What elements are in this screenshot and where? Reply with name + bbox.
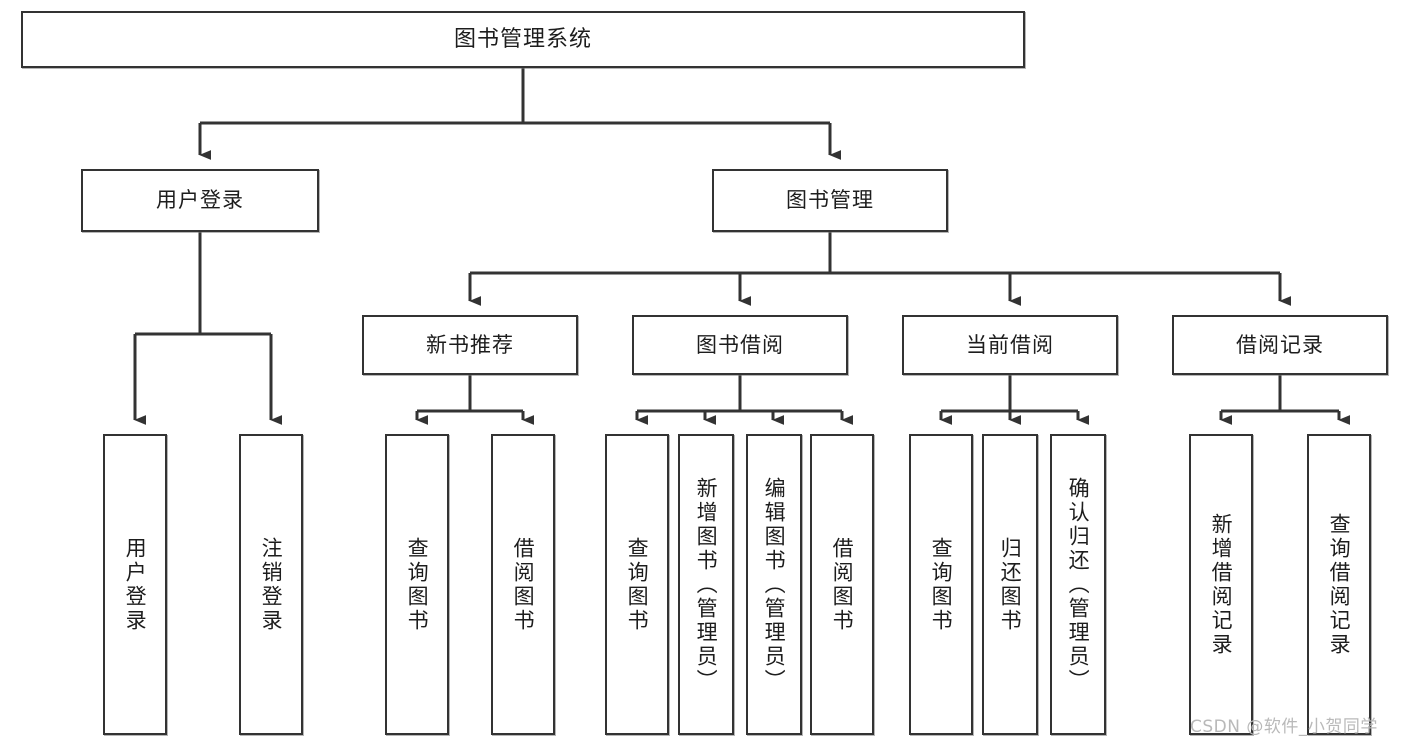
node-leaf-add-borrow-record[interactable]: 新增借阅记录	[1189, 434, 1253, 735]
node-root-book-management-system[interactable]: 图书管理系统	[21, 11, 1025, 68]
node-label: 新书推荐	[426, 332, 514, 357]
node-book-borrow[interactable]: 图书借阅	[632, 315, 848, 375]
node-label: 编辑图书（管理员）	[762, 476, 787, 693]
node-book-manage[interactable]: 图书管理	[712, 169, 948, 232]
node-borrow-record[interactable]: 借阅记录	[1172, 315, 1388, 375]
node-leaf-add-book[interactable]: 新增图书（管理员）	[678, 434, 734, 735]
node-label: 用户登录	[156, 188, 244, 213]
node-label: 用户登录	[123, 536, 148, 633]
node-leaf-borrow-book-recommend[interactable]: 借阅图书	[491, 434, 555, 735]
node-label: 新增图书（管理员）	[694, 476, 719, 693]
node-user-login[interactable]: 用户登录	[81, 169, 319, 232]
node-label: 新增借阅记录	[1209, 512, 1234, 657]
node-label: 确认归还（管理员）	[1066, 476, 1091, 693]
node-current-borrow[interactable]: 当前借阅	[902, 315, 1118, 375]
node-leaf-query-borrow-record[interactable]: 查询借阅记录	[1307, 434, 1371, 735]
node-label: 图书管理系统	[453, 26, 592, 52]
node-leaf-query-book-current[interactable]: 查询图书	[909, 434, 973, 735]
node-label: 图书管理	[786, 188, 874, 213]
node-leaf-logout-login[interactable]: 注销登录	[239, 434, 303, 735]
node-leaf-borrow-book[interactable]: 借阅图书	[810, 434, 874, 735]
node-label: 当前借阅	[966, 332, 1054, 357]
node-label: 借阅图书	[830, 536, 855, 633]
node-leaf-query-book-borrow[interactable]: 查询图书	[605, 434, 669, 735]
node-leaf-edit-book[interactable]: 编辑图书（管理员）	[746, 434, 802, 735]
node-leaf-user-login[interactable]: 用户登录	[103, 434, 167, 735]
node-label: 归还图书	[998, 536, 1023, 633]
node-leaf-return-book[interactable]: 归还图书	[982, 434, 1038, 735]
node-leaf-confirm-return[interactable]: 确认归还（管理员）	[1050, 434, 1106, 735]
node-label: 图书借阅	[696, 332, 784, 357]
node-label: 查询借阅记录	[1327, 512, 1352, 657]
node-leaf-query-book-recommend[interactable]: 查询图书	[385, 434, 449, 735]
node-label: 查询图书	[405, 536, 430, 633]
node-label: 注销登录	[259, 536, 284, 633]
node-label: 借阅记录	[1236, 332, 1324, 357]
node-label: 查询图书	[625, 536, 650, 633]
node-label: 查询图书	[929, 536, 954, 633]
node-new-book-recommend[interactable]: 新书推荐	[362, 315, 578, 375]
csdn-watermark: CSDN @软件_小贺同学	[1190, 717, 1378, 737]
node-label: 借阅图书	[511, 536, 536, 633]
